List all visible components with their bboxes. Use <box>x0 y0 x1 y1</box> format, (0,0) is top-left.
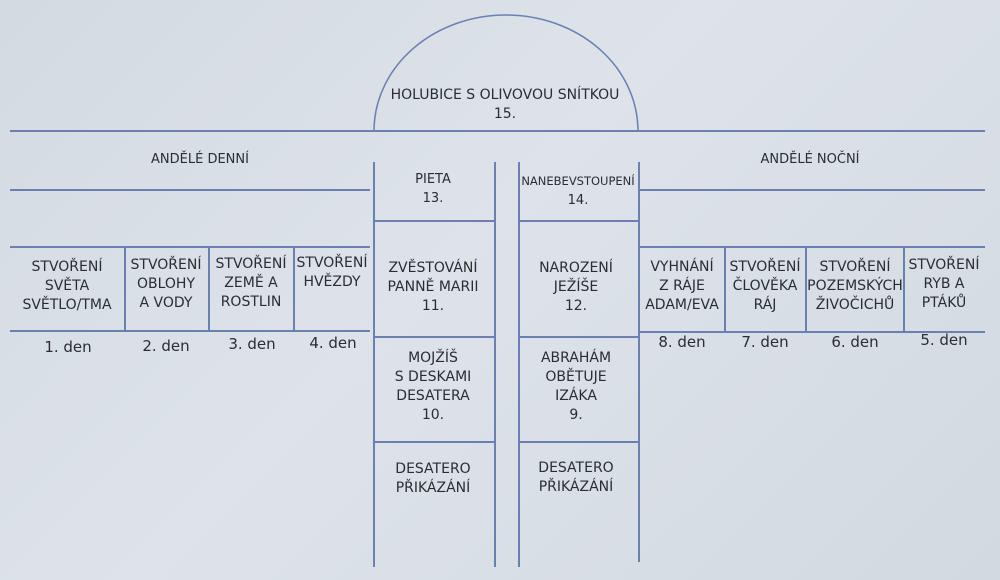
panel-line: 12. <box>564 298 588 314</box>
panel-line: MOJŽÍŠ <box>408 350 458 366</box>
divider <box>10 189 370 191</box>
day-panel: STVOŘENÍ OBLOHY A VODY <box>131 256 202 313</box>
panel-line: NAROZENÍ <box>539 260 613 276</box>
day-label: 8. den <box>658 333 706 351</box>
panel-line: PŘIKÁZÁNÍ <box>395 480 471 496</box>
panel-line: ADAM/EVA <box>645 297 719 313</box>
day-panel: VYHNÁNÍ Z RÁJE ADAM/EVA <box>645 258 719 315</box>
divider-main <box>10 130 985 132</box>
panel-line: 11. <box>421 298 445 314</box>
divider <box>518 336 639 338</box>
day-label: 2. den <box>142 337 190 355</box>
divider <box>518 220 639 222</box>
panel-line: STVOŘENÍ <box>296 255 368 271</box>
panel-line: JEŽÍŠE <box>553 279 599 295</box>
scene-panel: PIETA 13. <box>415 170 451 208</box>
panel-line: ČLOVĚKA <box>732 278 798 294</box>
divider <box>903 246 905 331</box>
day-label: 7. den <box>741 333 789 351</box>
panel-line: SVĚTA <box>44 278 90 294</box>
panel-line: PTÁKŮ <box>921 295 967 311</box>
panel-line: PIETA <box>415 172 451 187</box>
top-number: 15. <box>493 106 517 122</box>
panel-line: STVOŘENÍ <box>908 257 980 273</box>
left-header: ANDĚLÉ DENNÍ <box>151 152 249 167</box>
day-label: 4. den <box>309 334 357 352</box>
divider <box>373 220 495 222</box>
divider <box>518 441 639 443</box>
divider <box>640 189 985 191</box>
panel-line: OBĚTUJE <box>545 369 607 385</box>
panel-line: RYB A <box>923 276 965 292</box>
day-panel: STVOŘENÍ RYB A PTÁKŮ <box>909 256 980 313</box>
panel-line: RÁJ <box>753 297 777 313</box>
divider <box>10 246 370 248</box>
panel-line: STVOŘENÍ <box>31 259 103 275</box>
day-label: 3. den <box>228 335 276 353</box>
divider <box>124 246 126 330</box>
divider <box>724 246 726 331</box>
divider <box>373 441 495 443</box>
panel-line: ŽIVOČICHŮ <box>815 297 895 313</box>
right-header: ANDĚLÉ NOČNÍ <box>760 152 860 167</box>
panel-line: STVOŘENÍ <box>215 256 287 272</box>
panel-line: DESATERA <box>396 388 470 404</box>
day-panel: STVOŘENÍ HVĚZDY <box>297 254 368 292</box>
divider <box>293 246 295 330</box>
panel-line: S DESKAMI <box>394 369 472 385</box>
panel-line: STVOŘENÍ <box>729 259 801 275</box>
scene-panel: DESATERO PŘIKÁZÁNÍ <box>395 460 470 498</box>
panel-line: A VODY <box>139 295 193 311</box>
divider <box>640 246 985 248</box>
day-panel: STVOŘENÍ ČLOVĚKA RÁJ <box>730 258 801 315</box>
divider <box>10 330 370 332</box>
panel-line: DESATERO <box>538 460 614 476</box>
day-label: 5. den <box>920 331 968 349</box>
panel-line: 10. <box>421 407 445 423</box>
panel-line: STVOŘENÍ <box>130 257 202 273</box>
panel-line: 9. <box>569 407 583 423</box>
top-title: HOLUBICE S OLIVOVOU SNÍTKOU <box>390 87 620 103</box>
panel-line: DESATERO <box>395 461 471 477</box>
panel-line: NANEBEVSTOUPENÍ <box>521 174 635 188</box>
column-edge <box>638 162 640 562</box>
column-edge <box>494 162 496 567</box>
panel-line: ZEMĚ A <box>224 275 278 291</box>
scene-panel: DESATERO PŘIKÁZÁNÍ <box>538 459 613 497</box>
panel-line: Z RÁJE <box>659 278 705 294</box>
scene-panel: ABRAHÁM OBĚTUJE IZÁKA 9. <box>541 349 611 425</box>
top-panel: HOLUBICE S OLIVOVOU SNÍTKOU 15. <box>391 86 620 124</box>
panel-line: HVĚZDY <box>303 274 361 290</box>
divider <box>640 331 985 333</box>
day-panel: STVOŘENÍ ZEMĚ A ROSTLIN <box>216 255 287 312</box>
scene-panel: MOJŽÍŠ S DESKAMI DESATERA 10. <box>395 349 472 425</box>
scene-panel: ZVĚSTOVÁNÍ PANNĚ MARII 11. <box>387 259 478 316</box>
column-edge <box>373 162 375 567</box>
panel-line: PŘIKÁZÁNÍ <box>538 479 614 495</box>
divider <box>373 336 495 338</box>
panel-line: ROSTLIN <box>220 294 282 310</box>
panel-line: SVĚTLO/TMA <box>22 297 112 313</box>
scene-panel: NAROZENÍ JEŽÍŠE 12. <box>539 259 613 316</box>
scene-panel: NANEBEVSTOUPENÍ 14. <box>521 172 634 210</box>
day-label: 1. den <box>44 338 92 356</box>
panel-line: POZEMSKÝCH <box>807 278 903 294</box>
panel-line: ABRAHÁM <box>540 350 612 366</box>
panel-line: VYHNÁNÍ <box>650 259 714 275</box>
panel-line: 13. <box>422 191 444 206</box>
panel-line: IZÁKA <box>555 388 597 404</box>
divider <box>208 246 210 330</box>
panel-line: OBLOHY <box>136 276 196 292</box>
panel-line: 14. <box>567 193 589 208</box>
panel-line: PANNĚ MARII <box>387 279 479 295</box>
day-label: 6. den <box>831 333 879 351</box>
day-panel: STVOŘENÍ SVĚTA SVĚTLO/TMA <box>22 258 111 315</box>
day-panel: STVOŘENÍ POZEMSKÝCH ŽIVOČICHŮ <box>807 258 903 315</box>
panel-line: ZVĚSTOVÁNÍ <box>388 260 478 276</box>
divider <box>805 246 807 331</box>
panel-line: STVOŘENÍ <box>819 259 891 275</box>
column-edge <box>518 162 520 567</box>
